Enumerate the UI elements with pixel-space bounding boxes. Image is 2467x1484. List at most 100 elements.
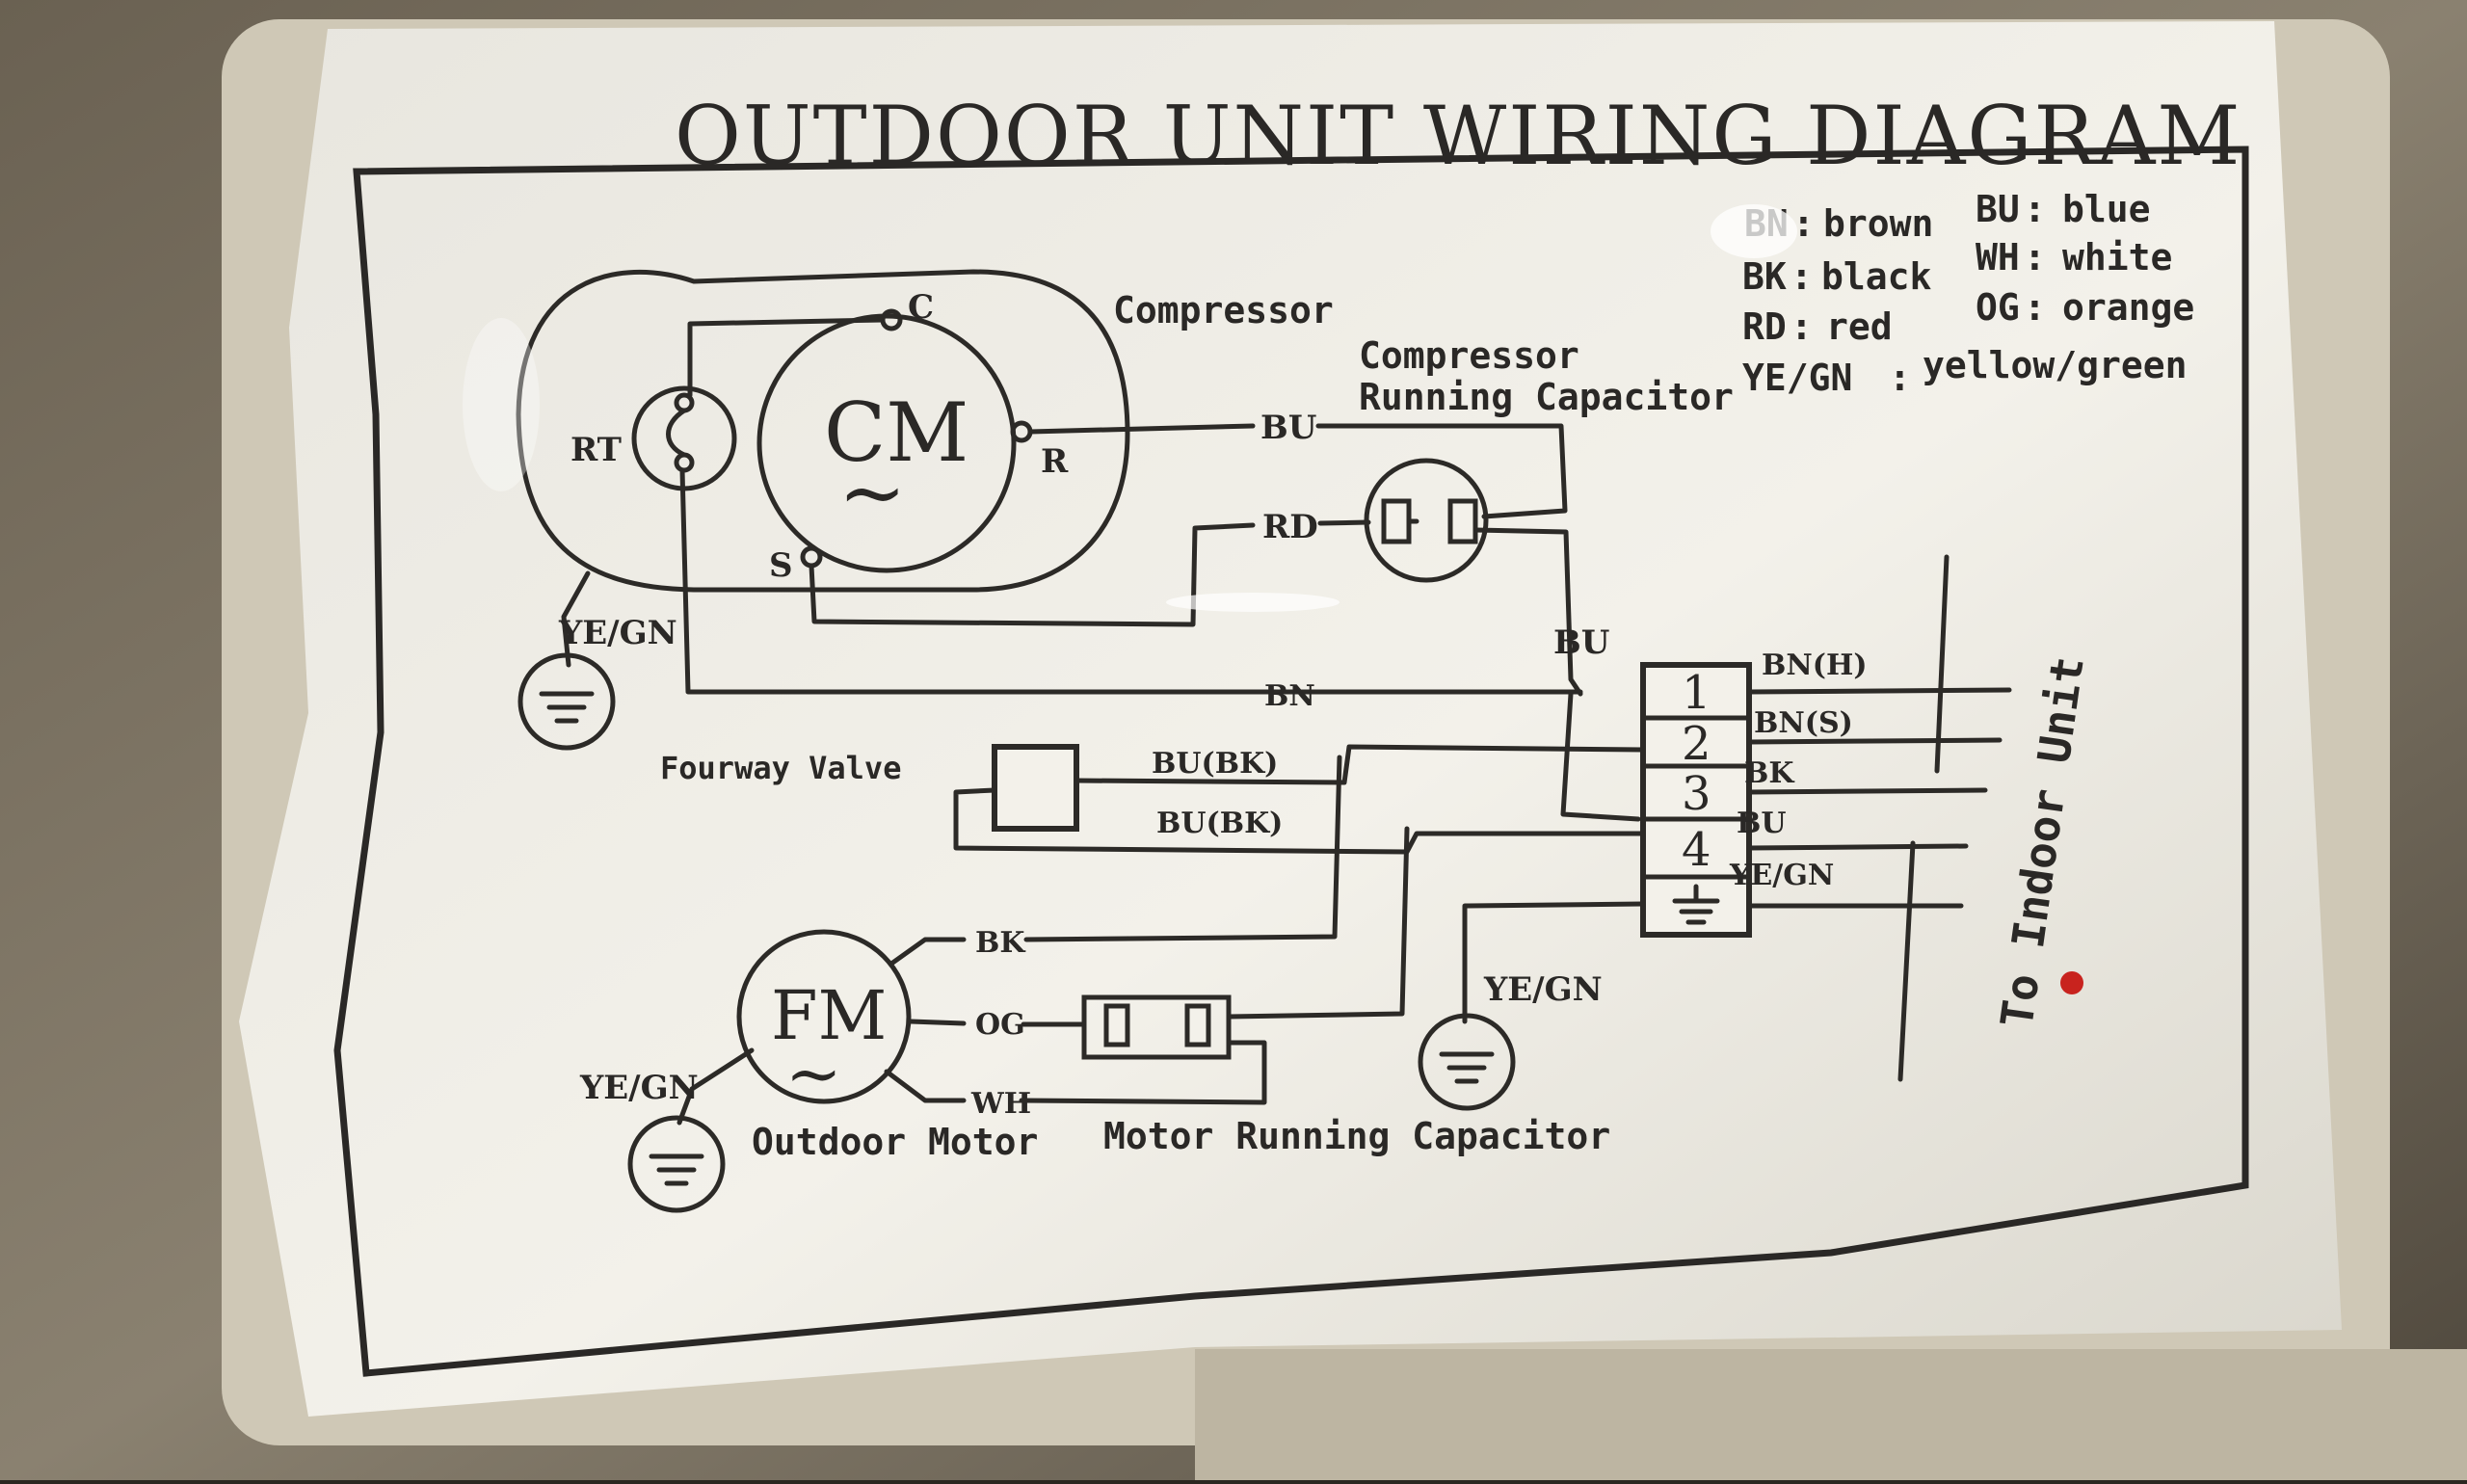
wire-wh-run <box>1019 1040 1267 1105</box>
indoor-bracket-bottom <box>1897 840 1916 1082</box>
output-label-yegn: YE/GN <box>1729 859 1834 892</box>
wire-label-ground-comp: YE/GN <box>558 614 677 652</box>
legend-meaning-rd: red <box>1826 305 1893 348</box>
wire-fan-wh <box>884 1069 967 1103</box>
output-wire-1 <box>1746 687 2012 695</box>
terminal-s-label: S <box>769 546 793 585</box>
wire-valve-bottom <box>953 787 1646 855</box>
gloss-highlight <box>463 318 540 491</box>
compressor-capacitor-label-2: Running Capacitor <box>1359 376 1734 418</box>
wire-cap-to-block <box>1226 826 1410 1020</box>
legend-code-bu: BU <box>1976 188 2020 230</box>
wire-label-comp-bu: BU <box>1260 409 1316 447</box>
wire-fan-bk <box>889 937 967 967</box>
legend-code-bk: BK <box>1742 255 1787 298</box>
legend-code-og: OG <box>1976 286 2020 329</box>
legend-code-wh: WH <box>1976 236 2020 278</box>
cap-plate-right <box>1447 498 1478 544</box>
legend-meaning-wh: white <box>2062 236 2172 278</box>
terminal-slot-4: 4 <box>1682 823 1711 877</box>
legend-meaning-bk: black <box>1821 255 1932 298</box>
wire-fan-ground <box>676 1047 755 1126</box>
paper-sticker <box>239 21 2342 1417</box>
wire-label-valve-top: BU(BK) <box>1152 747 1278 781</box>
output-label-bns: BN(S) <box>1754 706 1853 740</box>
wire-r-bu <box>1027 423 1256 435</box>
ground-fan-symbol <box>627 1115 726 1213</box>
legend-sep: : <box>1889 357 1911 399</box>
fourway-valve-symbol <box>992 744 1079 832</box>
outdoor-motor-label: Outdoor Motor <box>752 1121 1038 1163</box>
overload-label: RT <box>570 431 622 469</box>
legend-meaning-bn: brown <box>1823 202 1933 245</box>
housing-lower-panel <box>1195 1349 2467 1480</box>
compressor-housing <box>516 269 1130 593</box>
output-label-bk: BK <box>1744 756 1794 790</box>
legend-sep: : <box>2024 286 2046 329</box>
wire-label-ground-fan: YE/GN <box>579 1069 699 1107</box>
wire-rd-to-cap <box>1317 519 1371 526</box>
diagram-border <box>333 146 2249 1377</box>
legend-code-rd: RD <box>1742 305 1787 348</box>
fan-motor-label: FM <box>771 976 887 1055</box>
wire-label-ground-term: YE/GN <box>1483 970 1603 1009</box>
compressor-capacitor-symbol <box>1364 458 1489 583</box>
output-wire-4 <box>1746 843 1969 851</box>
legend-sep: : <box>2024 188 2046 230</box>
legend-meaning-og: orange <box>2062 286 2194 329</box>
indoor-bracket-top <box>1934 554 1950 774</box>
wire-label-fan-bk: BK <box>975 926 1025 960</box>
gloss-highlight <box>1166 593 1340 612</box>
legend-code-yegn: YE/GN <box>1742 357 1852 399</box>
wire-label-fan-wh: WH <box>970 1087 1031 1121</box>
compressor-motor-symbol <box>756 313 1017 573</box>
fan-motor-symbol <box>736 929 912 1104</box>
wire-label-comp-bn: BN <box>1264 679 1315 713</box>
wire-label-cap-bu: BU <box>1553 623 1609 662</box>
ground-terminal-symbol <box>1418 1013 1516 1111</box>
compressor-ac-symbol: ~ <box>838 445 906 540</box>
legend-sep: : <box>1791 255 1813 298</box>
terminal-c-label: C <box>908 288 934 327</box>
wire-label-fan-og: OG <box>975 1008 1025 1042</box>
compressor-label: Compressor <box>1113 289 1334 331</box>
wire-cap-bu-down <box>1560 691 1641 822</box>
wire-valve-top <box>1074 744 1646 785</box>
legend-sep: : <box>1792 202 1815 245</box>
output-label-bu: BU <box>1737 807 1787 840</box>
gloss-highlight <box>1711 204 1797 258</box>
terminal-ground-icon <box>1672 884 1720 925</box>
motor-cap-plate-right <box>1184 1003 1211 1047</box>
motor-capacitor-body <box>1081 994 1232 1060</box>
color-legend: BN : brown BU : blue BK : black WH : whi… <box>1742 188 2194 399</box>
motor-capacitor-label: Motor Running Capacitor <box>1103 1115 1610 1157</box>
cap-plate-left <box>1381 498 1412 544</box>
wire-cap-to-terminal <box>1472 527 1583 697</box>
output-label-bnh: BN(H) <box>1762 649 1868 682</box>
fan-ac-symbol: ~ <box>785 1034 842 1113</box>
legend-meaning-yegn: yellow/green <box>1923 344 2188 386</box>
compressor-motor-label: CM <box>824 385 968 480</box>
wire-term-ground <box>1462 901 1646 1024</box>
diagram-title: OUTDOOR UNIT WIRING DIAGRAM <box>675 89 2242 183</box>
compressor-capacitor-label-1: Compressor <box>1359 334 1579 377</box>
motor-cap-plate-left <box>1103 1003 1130 1047</box>
fourway-valve-label: Fourway Valve <box>660 750 901 786</box>
terminal-slot-1: 1 <box>1682 666 1711 720</box>
wire-fan-og <box>908 1019 967 1026</box>
wire-rt-to-bn <box>679 467 1583 695</box>
ground-compressor-symbol <box>517 652 616 751</box>
terminal-slot-2: 2 <box>1682 717 1711 771</box>
wire-s-return <box>809 522 1256 627</box>
wire-label-comp-rd: RD <box>1262 508 1318 546</box>
legend-sep: : <box>1791 305 1813 348</box>
wire-fan-bk-run <box>1023 755 1342 942</box>
output-wire-3 <box>1746 787 1988 795</box>
legend-sep: : <box>2024 236 2046 278</box>
wire-label-valve-bottom: BU(BK) <box>1156 807 1283 840</box>
wire-c-to-rt <box>687 317 886 398</box>
red-dot <box>2060 971 2083 994</box>
wire-bu-to-cap <box>1315 423 1568 519</box>
